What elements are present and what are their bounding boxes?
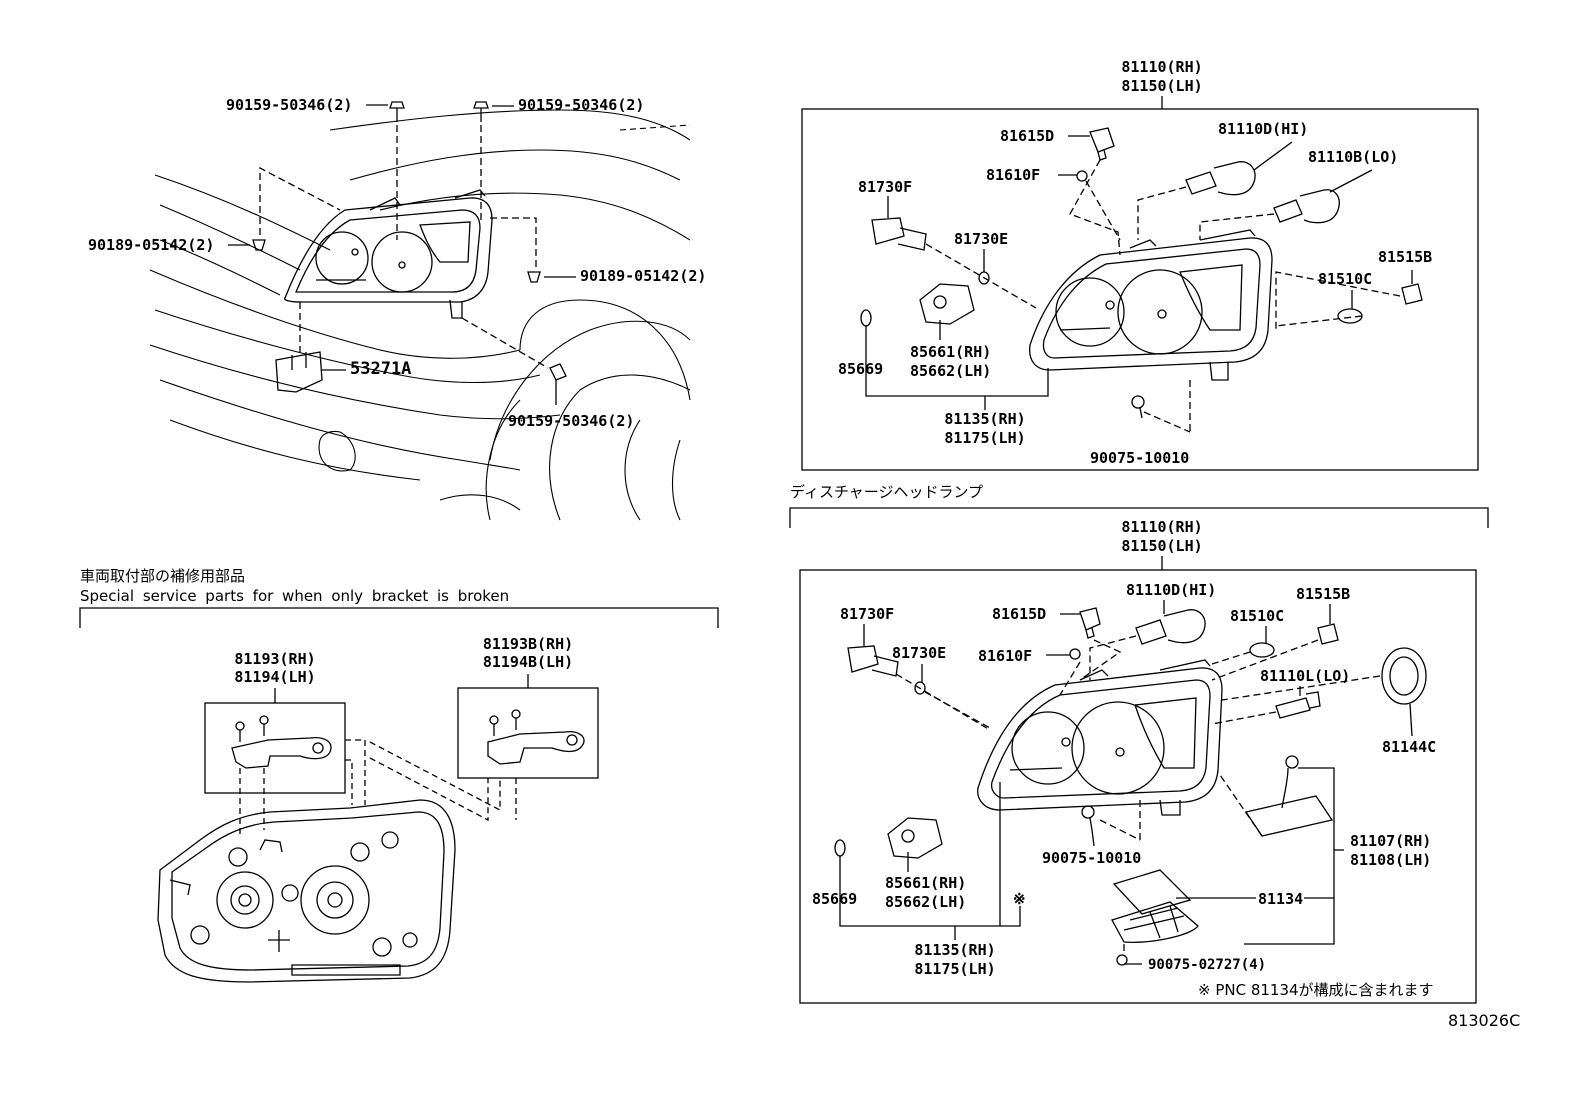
- label-d-cover: 81134: [1258, 890, 1304, 908]
- label-d-bulb-hi: 81110D(HI): [1126, 581, 1217, 599]
- label-d-oring: 85669: [812, 890, 858, 908]
- discharge-leaders: [839, 600, 1413, 965]
- label-bulb-c: 81510C: [1318, 270, 1373, 288]
- label-module-rh: 85661(RH): [910, 343, 992, 361]
- bracket-dashed: [239, 739, 517, 835]
- overview-dashed: [259, 125, 549, 369]
- label-d-housing-rh: 81135(RH): [914, 941, 996, 959]
- label-d-bulb-e: 81730E: [892, 644, 947, 662]
- discharge-headlamp: [977, 659, 1223, 816]
- label-clip-left: 90189-05142(2): [88, 236, 215, 254]
- label-d-note-mark: ※: [1013, 890, 1026, 908]
- rear-lamp-housing: [157, 799, 456, 983]
- label-bolt-top-left: 90159-50346(2): [226, 96, 353, 114]
- label-kit-b-rh: 81193B(RH): [482, 635, 574, 653]
- label-d-bulb-c: 81510C: [1230, 607, 1285, 625]
- discharge-dashed: [895, 635, 1381, 956]
- halogen-leaders: [865, 135, 1413, 410]
- label-screw: 90075-10010: [1090, 449, 1190, 467]
- halogen-dashed: [925, 159, 1401, 433]
- label-d-gasket-f: 81610F: [978, 647, 1033, 665]
- label-d-assembly-rh: 81110(RH): [1121, 518, 1203, 536]
- discharge-note: ※ PNC 81134が構成に含まれます: [1198, 981, 1434, 999]
- label-gasket-f: 81610F: [986, 166, 1041, 184]
- label-d-socket-f: 81730F: [840, 605, 895, 623]
- label-oring: 85669: [838, 360, 884, 378]
- label-d-bulb-lo: 81110L(LO): [1260, 667, 1351, 685]
- label-kit-a-lh: 81194(LH): [234, 668, 316, 686]
- discharge-box: [799, 569, 1477, 1004]
- label-d-assembly-lh: 81150(LH): [1121, 537, 1203, 555]
- kit-a-box: [204, 702, 346, 794]
- label-d-module-lh: 85662(LH): [885, 893, 967, 911]
- label-assembly-rh: 81110(RH): [1121, 58, 1203, 76]
- label-bulb-lo: 81110B(LO): [1308, 148, 1399, 166]
- label-d-socket-b: 81515B: [1296, 585, 1351, 603]
- label-d-module-rh: 85661(RH): [885, 874, 967, 892]
- label-d-ballast-lh: 81108(LH): [1350, 851, 1432, 869]
- label-kit-a-rh: 81193(RH): [234, 650, 316, 668]
- bracket-repair-title-en: Special service parts for when only brac…: [80, 587, 510, 605]
- label-socket-b: 81515B: [1378, 248, 1433, 266]
- bracket-section-bracket: [79, 607, 719, 628]
- label-housing-rh: 81135(RH): [944, 410, 1026, 428]
- fasteners: [252, 101, 567, 393]
- label-bracket: 53271A: [350, 359, 412, 379]
- label-socket-f: 81730F: [858, 178, 913, 196]
- label-module-lh: 85662(LH): [910, 362, 992, 380]
- halogen-box: [801, 108, 1479, 471]
- figure-id: 813026C: [1448, 1011, 1521, 1030]
- label-assembly-lh: 81150(LH): [1121, 77, 1203, 95]
- halogen-headlamp: [1029, 229, 1273, 381]
- label-d-ballast-rh: 81107(RH): [1350, 832, 1432, 850]
- kit-a-parts: [231, 715, 332, 769]
- label-d-housing-lh: 81175(LH): [914, 960, 996, 978]
- label-d-screw-a: 90075-10010: [1042, 849, 1142, 867]
- bracket-repair-title-jp: 車両取付部の補修用部品: [80, 567, 246, 585]
- label-bolt-top-right: 90159-50346(2): [518, 96, 645, 114]
- car-front-outline: [149, 109, 691, 521]
- label-clip-right: 90189-05142(2): [580, 267, 707, 285]
- label-socket-d: 81615D: [1000, 127, 1055, 145]
- overview-headlamp: [284, 189, 493, 319]
- label-d-cap: 81144C: [1382, 738, 1437, 756]
- label-d-screw-b: 90075-02727(4): [1148, 957, 1267, 973]
- discharge-title-jp: ディスチャージヘッドランプ: [790, 483, 984, 501]
- kit-b-parts: [487, 709, 585, 765]
- label-bolt-bottom: 90159-50346(2): [508, 412, 635, 430]
- discharge-parts: [834, 607, 1427, 966]
- discharge-section-bracket: [789, 507, 1489, 528]
- label-housing-lh: 81175(LH): [944, 429, 1026, 447]
- label-kit-b-lh: 81194B(LH): [482, 653, 574, 671]
- label-bulb-e: 81730E: [954, 230, 1009, 248]
- label-bulb-hi: 81110D(HI): [1218, 120, 1309, 138]
- halogen-parts: [860, 127, 1423, 419]
- label-d-socket-d: 81615D: [992, 605, 1047, 623]
- overview-leaders: [228, 104, 576, 405]
